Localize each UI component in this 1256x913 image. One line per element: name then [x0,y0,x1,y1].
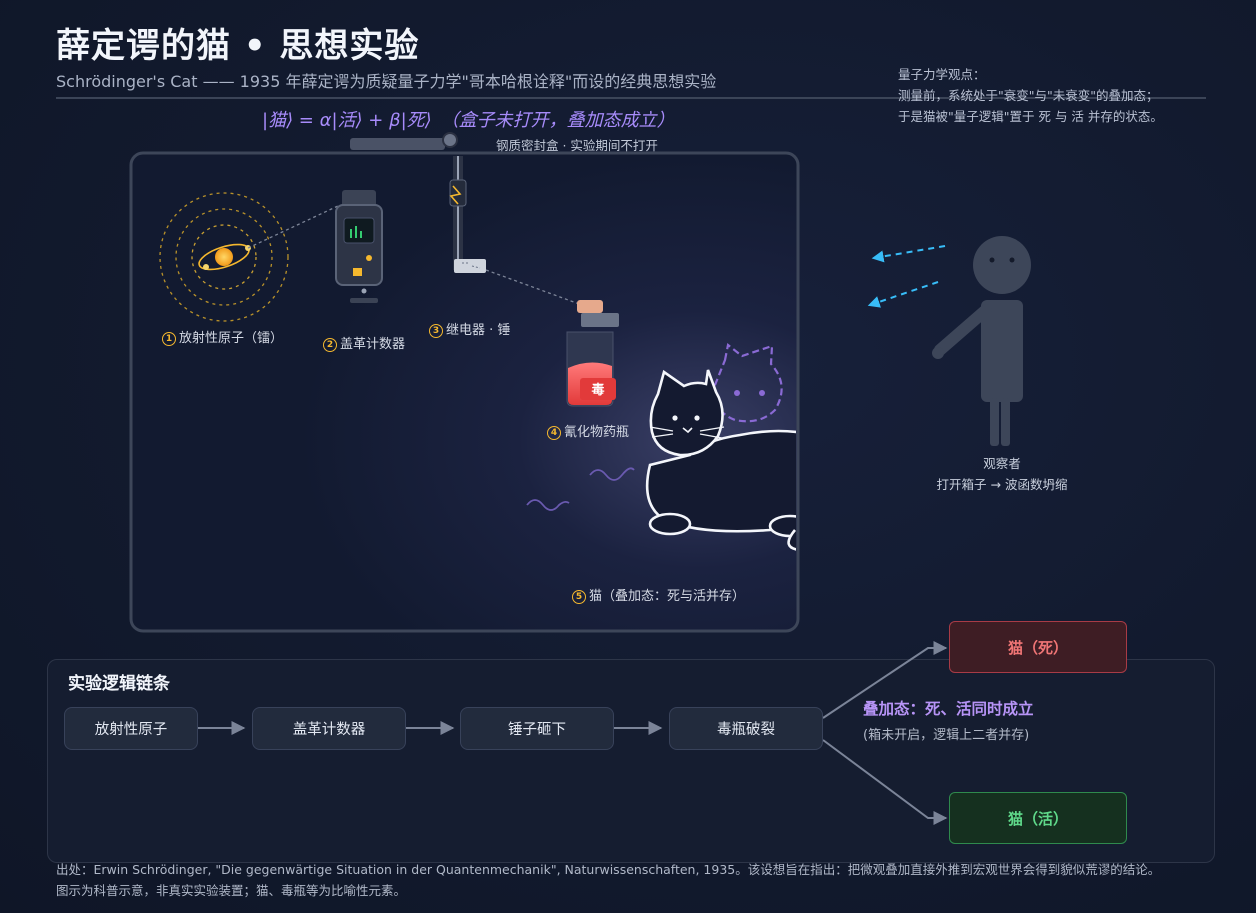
geiger-counter-icon [335,190,383,303]
gaze-arrow-icon [867,281,939,308]
chain-step-hammer: 锤子砸下 [460,707,614,750]
hinge [442,132,458,148]
cat-icon [645,369,796,552]
header-divider [56,97,1206,99]
quantum-view-line: 于是猫被"量子逻辑"置于 死 与 活 并存的状态。 [898,109,1163,124]
chain-step-geiger: 盖革计数器 [252,707,406,750]
quantum-view-line: 量子力学观点： [898,67,986,82]
page-title: 薛定谔的猫 • 思想实验 [56,26,420,66]
sealed-box [129,151,800,633]
poison-bottle-icon: 毒 [566,300,619,407]
quantum-view-line: 测量前，系统处于"衰变"与"未衰变"的叠加态； [898,88,1159,103]
footer-source: 出处：Erwin Schrödinger, "Die gegenwärtige … [56,859,1160,901]
superposition-label: 叠加态：死、活同时成立 [863,700,1034,718]
footer-line: 图示为科普示意，非真实实验装置；猫、毒瓶等为比喻性元素。 [56,883,407,898]
poison-label: 毒 [591,382,604,398]
component-number: 2 [323,338,337,352]
component-number: 3 [429,324,443,338]
chain-step-poison: 毒瓶破裂 [669,707,823,750]
observer-label: 观察者 打开箱子 → 波函数坍缩 [930,453,1074,495]
page-subtitle: Schrödinger's Cat —— 1935 年薛定谔为质疑量子力学"哥本… [56,72,717,91]
box-label: 钢质密封盒 · 实验期间不打开 [496,138,658,153]
relay-hammer-icon [449,156,486,273]
gaze-arrow-icon [871,245,946,263]
wave-decoration [589,467,635,481]
observer-note: 打开箱子 → 波函数坍缩 [936,477,1068,492]
observer-icon [932,236,1031,446]
superposition-formula: |猫⟩ = α|活⟩ + β|死⟩ （盒子未打开，叠加态成立） [262,110,675,131]
wave-decoration [526,499,570,511]
component-number: 5 [572,590,586,604]
superposition-note: (箱未开启，逻辑上二者并存) [863,728,1030,743]
observer-title: 观察者 [983,456,1021,471]
component-number: 1 [162,332,176,346]
atom-icon [159,192,289,322]
logic-chain-title: 实验逻辑链条 [68,674,170,694]
footer-line: 出处：Erwin Schrödinger, "Die gegenwärtige … [56,862,1161,877]
chain-step-atom: 放射性原子 [64,707,198,750]
component-number: 4 [547,426,561,440]
box-lid [350,138,445,150]
quantum-view-note: 量子力学观点： 测量前，系统处于"衰变"与"未衰变"的叠加态； 于是猫被"量子逻… [898,64,1163,127]
outcome-alive: 猫（活） [949,792,1127,844]
outcome-dead: 猫（死） [949,621,1127,673]
